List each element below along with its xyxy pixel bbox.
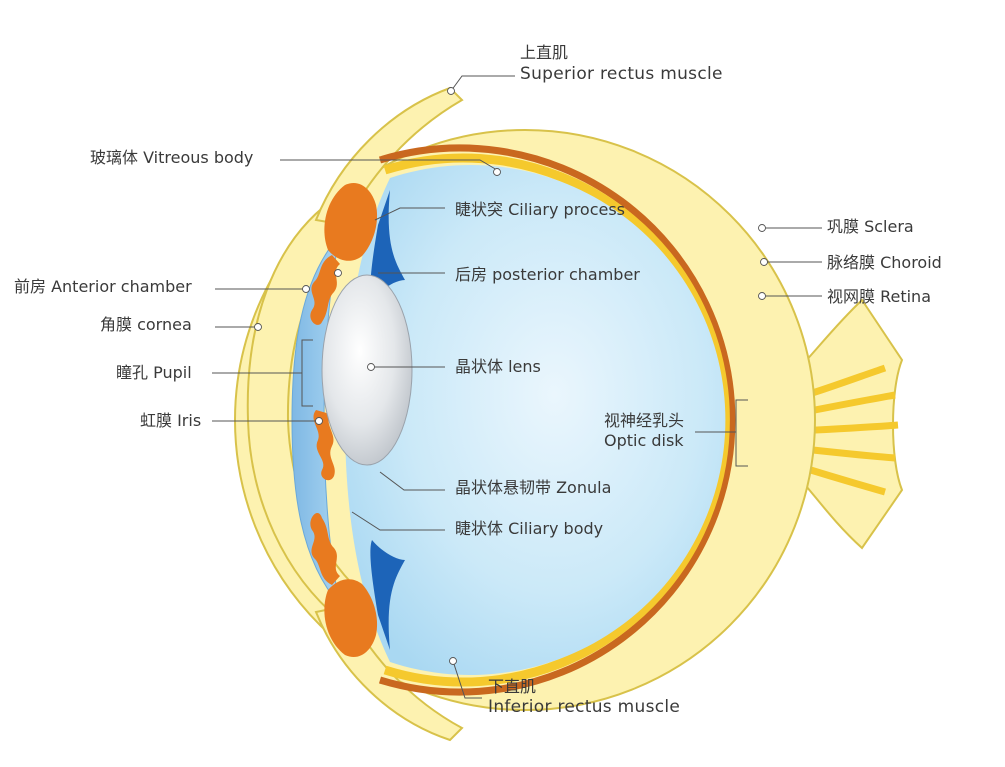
iris-lower: [310, 512, 340, 585]
label-lens: 晶状体 lens: [455, 357, 541, 376]
iris-upper: [310, 255, 340, 325]
ciliary-body: [324, 579, 378, 658]
label-optic-disk-zh: 视神经乳头: [604, 411, 684, 430]
leader-lines: [212, 75, 822, 699]
choroid-layer: [378, 144, 736, 696]
iris-mid-lower: [313, 410, 335, 481]
label-zonula: 晶状体悬韧带 Zonula: [455, 478, 611, 497]
label-superior-en: Superior rectus muscle: [520, 64, 723, 84]
label-sclera: 巩膜 Sclera: [827, 217, 914, 236]
label-retina: 视网膜 Retina: [827, 287, 931, 306]
label-anterior-chamber: 前房 Anterior chamber: [14, 277, 192, 296]
label-inferior-en: Inferior rectus muscle: [488, 697, 680, 717]
label-iris: 虹膜 Iris: [140, 411, 201, 430]
zonula-band-lower: [370, 540, 405, 650]
label-ciliary-body: 睫状体 Ciliary body: [455, 519, 603, 538]
label-vitreous-body: 玻璃体 Vitreous body: [90, 148, 253, 167]
label-superior-zh: 上直肌: [520, 43, 568, 62]
ciliary-process: [324, 182, 378, 261]
label-choroid: 脉络膜 Choroid: [827, 253, 942, 272]
vitreous-body: [345, 165, 726, 676]
lens: [321, 274, 413, 466]
label-inferior-zh: 下直肌: [488, 677, 536, 696]
label-ciliary-process: 睫状突 Ciliary process: [455, 200, 625, 219]
label-posterior-chamber: 后房 posterior chamber: [455, 265, 640, 284]
label-optic-disk-en: Optic disk: [604, 431, 684, 450]
label-pupil: 瞳孔 Pupil: [116, 363, 192, 382]
label-cornea: 角膜 cornea: [100, 315, 192, 334]
